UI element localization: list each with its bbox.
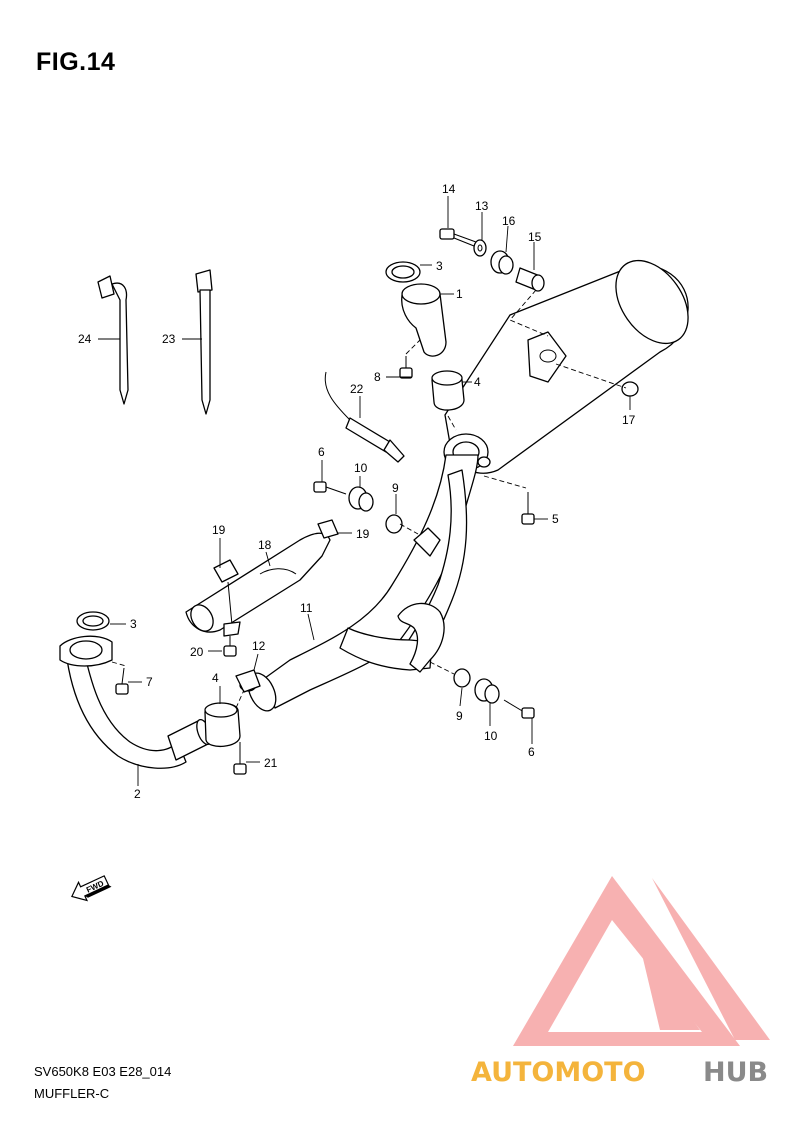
muffler bbox=[443, 259, 689, 474]
part-number: 3 bbox=[436, 259, 443, 273]
part-number: 8 bbox=[374, 370, 381, 384]
part-number: 24 bbox=[78, 332, 92, 346]
part-number: 11 bbox=[300, 601, 313, 615]
part-number: 20 bbox=[190, 645, 204, 659]
bolt-20 bbox=[223, 636, 237, 657]
bolt-6-upper bbox=[313, 481, 347, 495]
connector-pipe-1 bbox=[401, 283, 447, 357]
figure-title: FIG.14 bbox=[36, 48, 116, 76]
part-number: 23 bbox=[162, 332, 176, 346]
watermark-text: AUTOMOTO HUB bbox=[471, 1057, 768, 1088]
clamp-12 bbox=[235, 669, 261, 693]
part-number: 19 bbox=[356, 527, 370, 541]
gasket-3-lower bbox=[76, 611, 110, 631]
cable-tie-23 bbox=[195, 269, 213, 415]
washer-9-upper bbox=[385, 514, 403, 534]
washer-9-lower bbox=[453, 668, 471, 688]
part-number: 6 bbox=[528, 745, 535, 759]
grommet-16 bbox=[490, 250, 514, 275]
watermark-logo bbox=[513, 876, 770, 1046]
bolt-7 bbox=[115, 667, 129, 695]
part-number: 1 bbox=[456, 287, 463, 301]
fwd-arrow-icon: FWD bbox=[71, 875, 112, 902]
part-number: 14 bbox=[442, 182, 456, 196]
part-number: 22 bbox=[350, 382, 364, 396]
part-number: 10 bbox=[484, 729, 498, 743]
gasket-3-upper bbox=[385, 261, 421, 283]
watermark-text-part2: HUB bbox=[703, 1057, 768, 1088]
part-number: 4 bbox=[212, 671, 219, 685]
part-number: 2 bbox=[134, 787, 141, 801]
part-number: 6 bbox=[318, 445, 325, 459]
part-number: 7 bbox=[146, 675, 153, 689]
part-number: 12 bbox=[252, 639, 266, 653]
part-number: 13 bbox=[475, 199, 489, 213]
part-number: 9 bbox=[456, 709, 463, 723]
bolt-14 bbox=[439, 228, 477, 247]
bolt-5 bbox=[521, 492, 535, 525]
part-number: 17 bbox=[622, 413, 636, 427]
nut-17 bbox=[621, 381, 639, 397]
part-number: 21 bbox=[264, 756, 278, 770]
part-number: 4 bbox=[474, 375, 481, 389]
part-number: 9 bbox=[392, 481, 399, 495]
bolt-8 bbox=[399, 356, 413, 379]
cable-tie-24 bbox=[97, 275, 129, 405]
part-number: 5 bbox=[552, 512, 559, 526]
leader-lines bbox=[98, 196, 631, 786]
joint-4-upper bbox=[431, 370, 465, 411]
collar-15 bbox=[515, 267, 545, 292]
exhaust-pipe bbox=[239, 454, 479, 712]
bolt-21 bbox=[233, 742, 247, 775]
model-code: SV650K8 E03 E28_014 bbox=[34, 1064, 172, 1079]
part-number: 16 bbox=[502, 214, 516, 228]
washer-13 bbox=[473, 239, 487, 257]
reference-lines bbox=[111, 289, 627, 709]
watermark-text-part1: AUTOMOTO bbox=[471, 1057, 646, 1088]
part-number: 15 bbox=[528, 230, 542, 244]
bolt-6-lower bbox=[503, 699, 535, 719]
part-number: 18 bbox=[258, 538, 272, 552]
clamp-19-right bbox=[317, 519, 339, 539]
part-labels: 1 2 3 3 4 4 5 6 6 7 8 9 9 10 10 11 12 13… bbox=[78, 182, 636, 801]
front-pipe bbox=[59, 635, 212, 769]
joint-4-lower bbox=[204, 702, 241, 747]
grommet-10-lower bbox=[474, 678, 500, 704]
grommet-10-upper bbox=[348, 486, 374, 512]
o2-sensor bbox=[324, 371, 405, 463]
section-name: MUFFLER-C bbox=[34, 1086, 110, 1101]
part-number: 10 bbox=[354, 461, 368, 475]
part-number: 3 bbox=[130, 617, 137, 631]
part-number: 19 bbox=[212, 523, 226, 537]
muffler-bracket bbox=[185, 532, 331, 633]
